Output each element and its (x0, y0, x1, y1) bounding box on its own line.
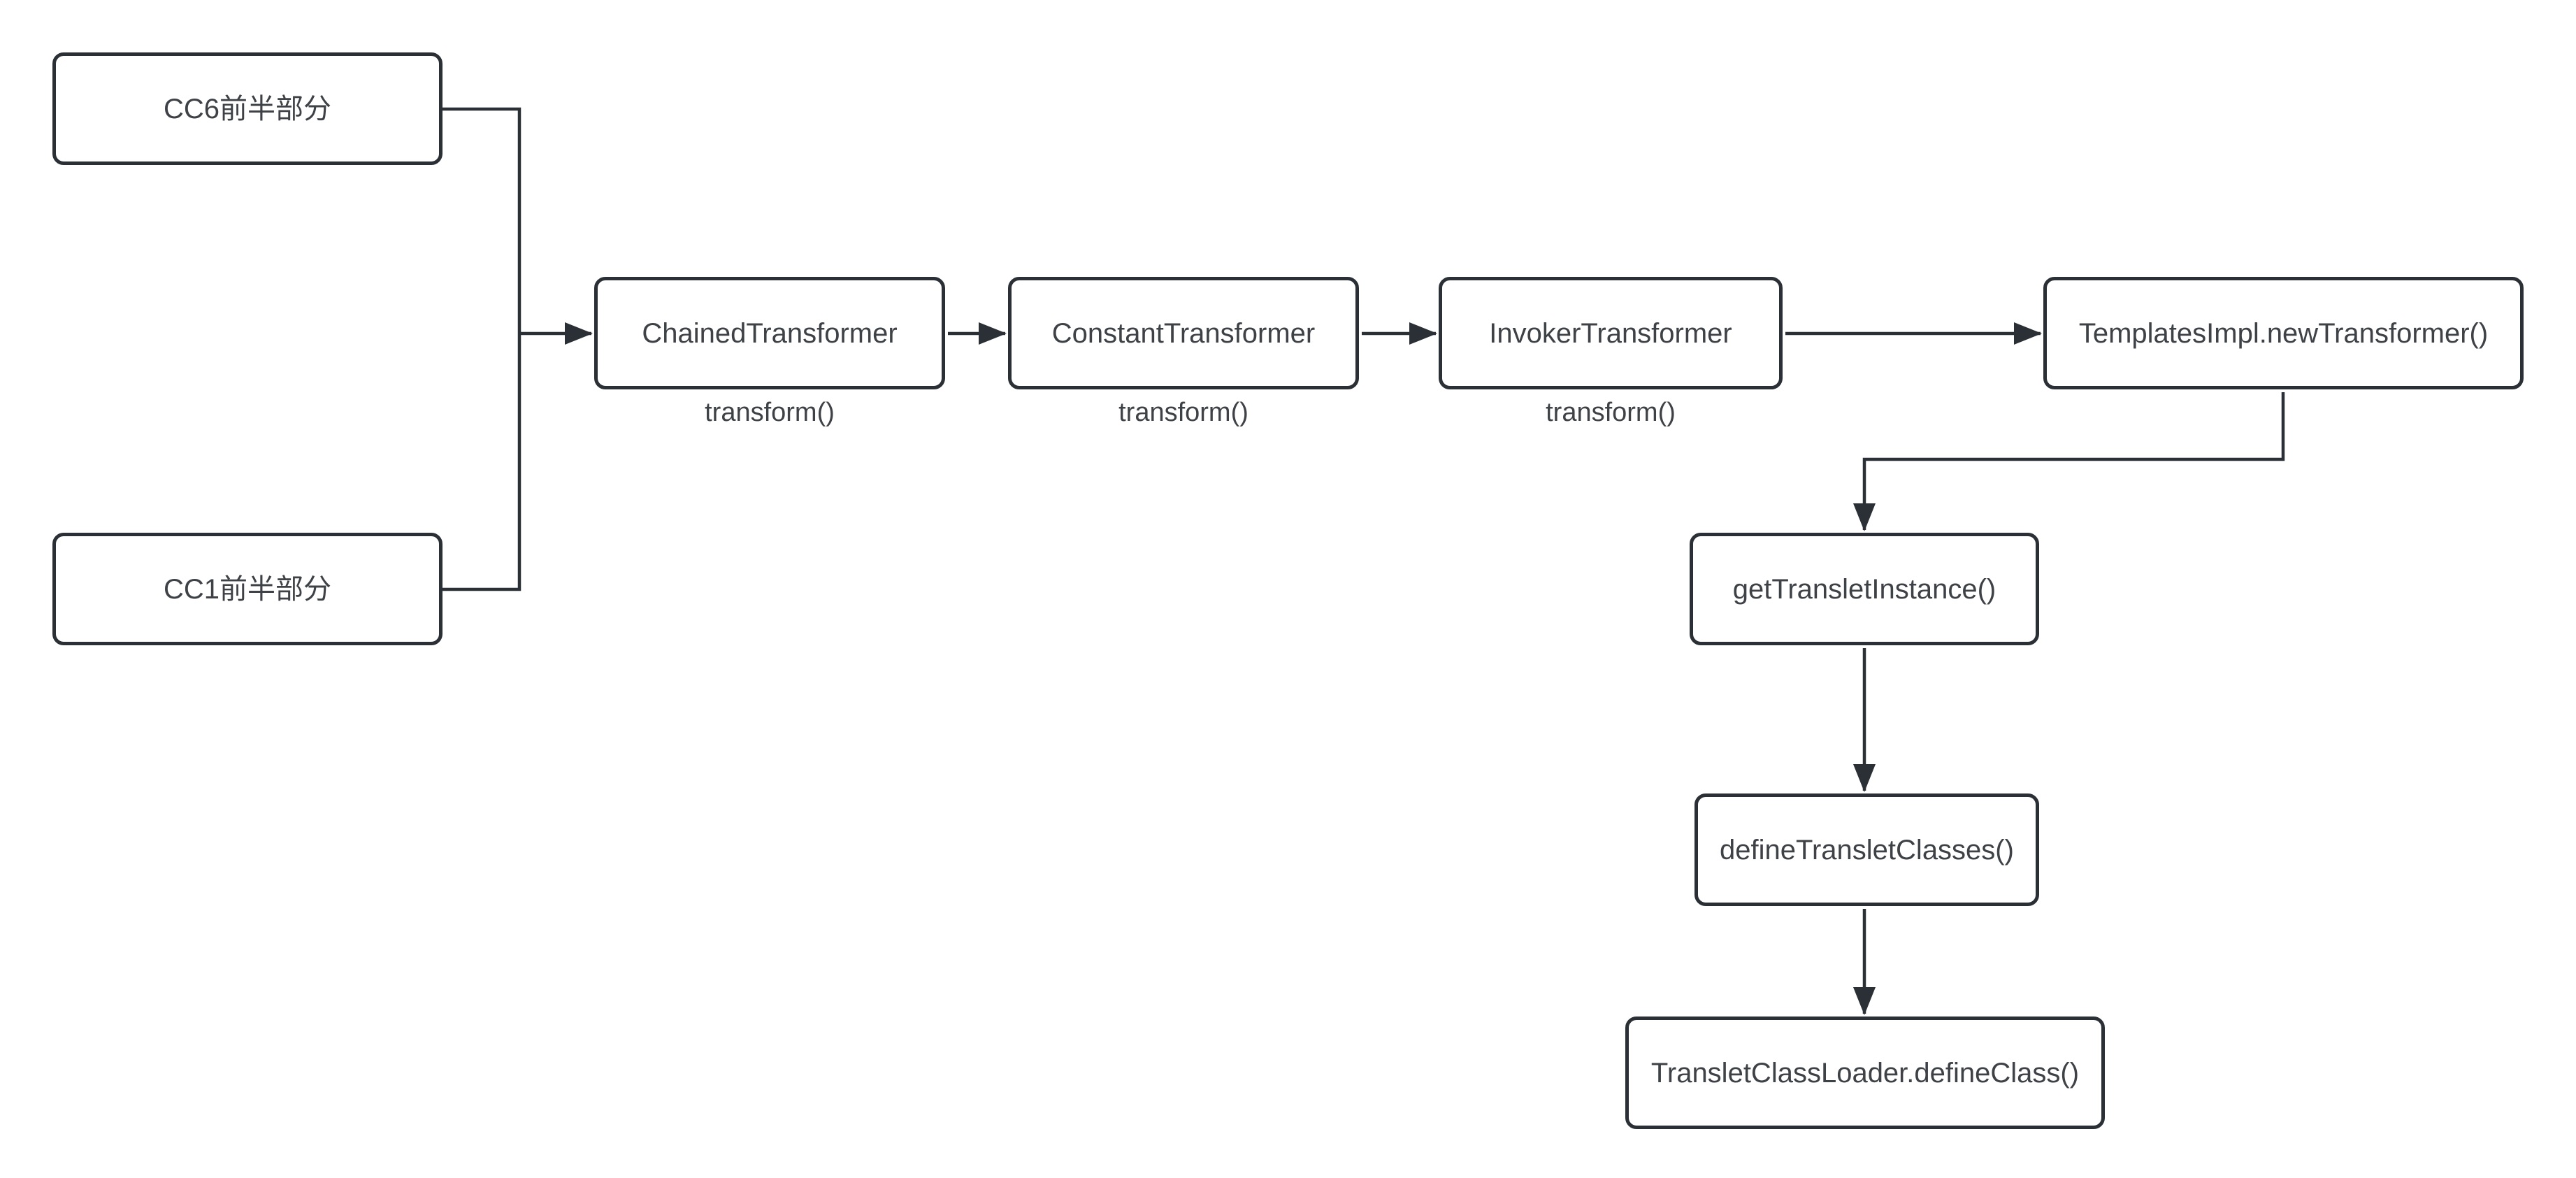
label-invoker-transform-method: transform() (1546, 398, 1676, 427)
node-gettransletinstance: getTransletInstance() (1690, 533, 2039, 645)
edge-cc6-rail (442, 107, 521, 591)
node-cc1-label: CC1前半部分 (163, 573, 332, 605)
node-templatesimpl-newtransformer: TemplatesImpl.newTransformer() (2043, 277, 2524, 389)
node-constant-transformer: ConstantTransformer (1008, 277, 1359, 389)
node-invoker-transformer-label: InvokerTransformer (1489, 317, 1732, 349)
node-cc6-first-half: CC6前半部分 (52, 52, 442, 165)
node-definetransletclasses-label: defineTransletClasses() (1720, 834, 2014, 865)
node-invoker-transformer: InvokerTransformer (1439, 277, 1783, 389)
node-definetransletclasses: defineTransletClasses() (1694, 793, 2039, 906)
node-transletclassloader-defineclass-label: TransletClassLoader.defineClass() (1650, 1057, 2080, 1089)
node-gettransletinstance-label: getTransletInstance() (1732, 573, 1996, 605)
node-cc1-first-half: CC1前半部分 (52, 533, 442, 645)
node-templatesimpl-newtransformer-label: TemplatesImpl.newTransformer() (2078, 317, 2489, 349)
node-transletclassloader-defineclass: TransletClassLoader.defineClass() (1625, 1017, 2105, 1129)
node-constant-transformer-label: ConstantTransformer (1051, 317, 1316, 349)
edge-templates-gettranslet (1853, 392, 2285, 531)
node-chained-transformer-label: ChainedTransformer (642, 317, 898, 349)
node-cc6-label: CC6前半部分 (163, 93, 332, 124)
node-chained-transformer: ChainedTransformer (594, 277, 945, 389)
label-chained-transform-method: transform() (705, 398, 835, 427)
label-constant-transform-method: transform() (1118, 398, 1249, 427)
